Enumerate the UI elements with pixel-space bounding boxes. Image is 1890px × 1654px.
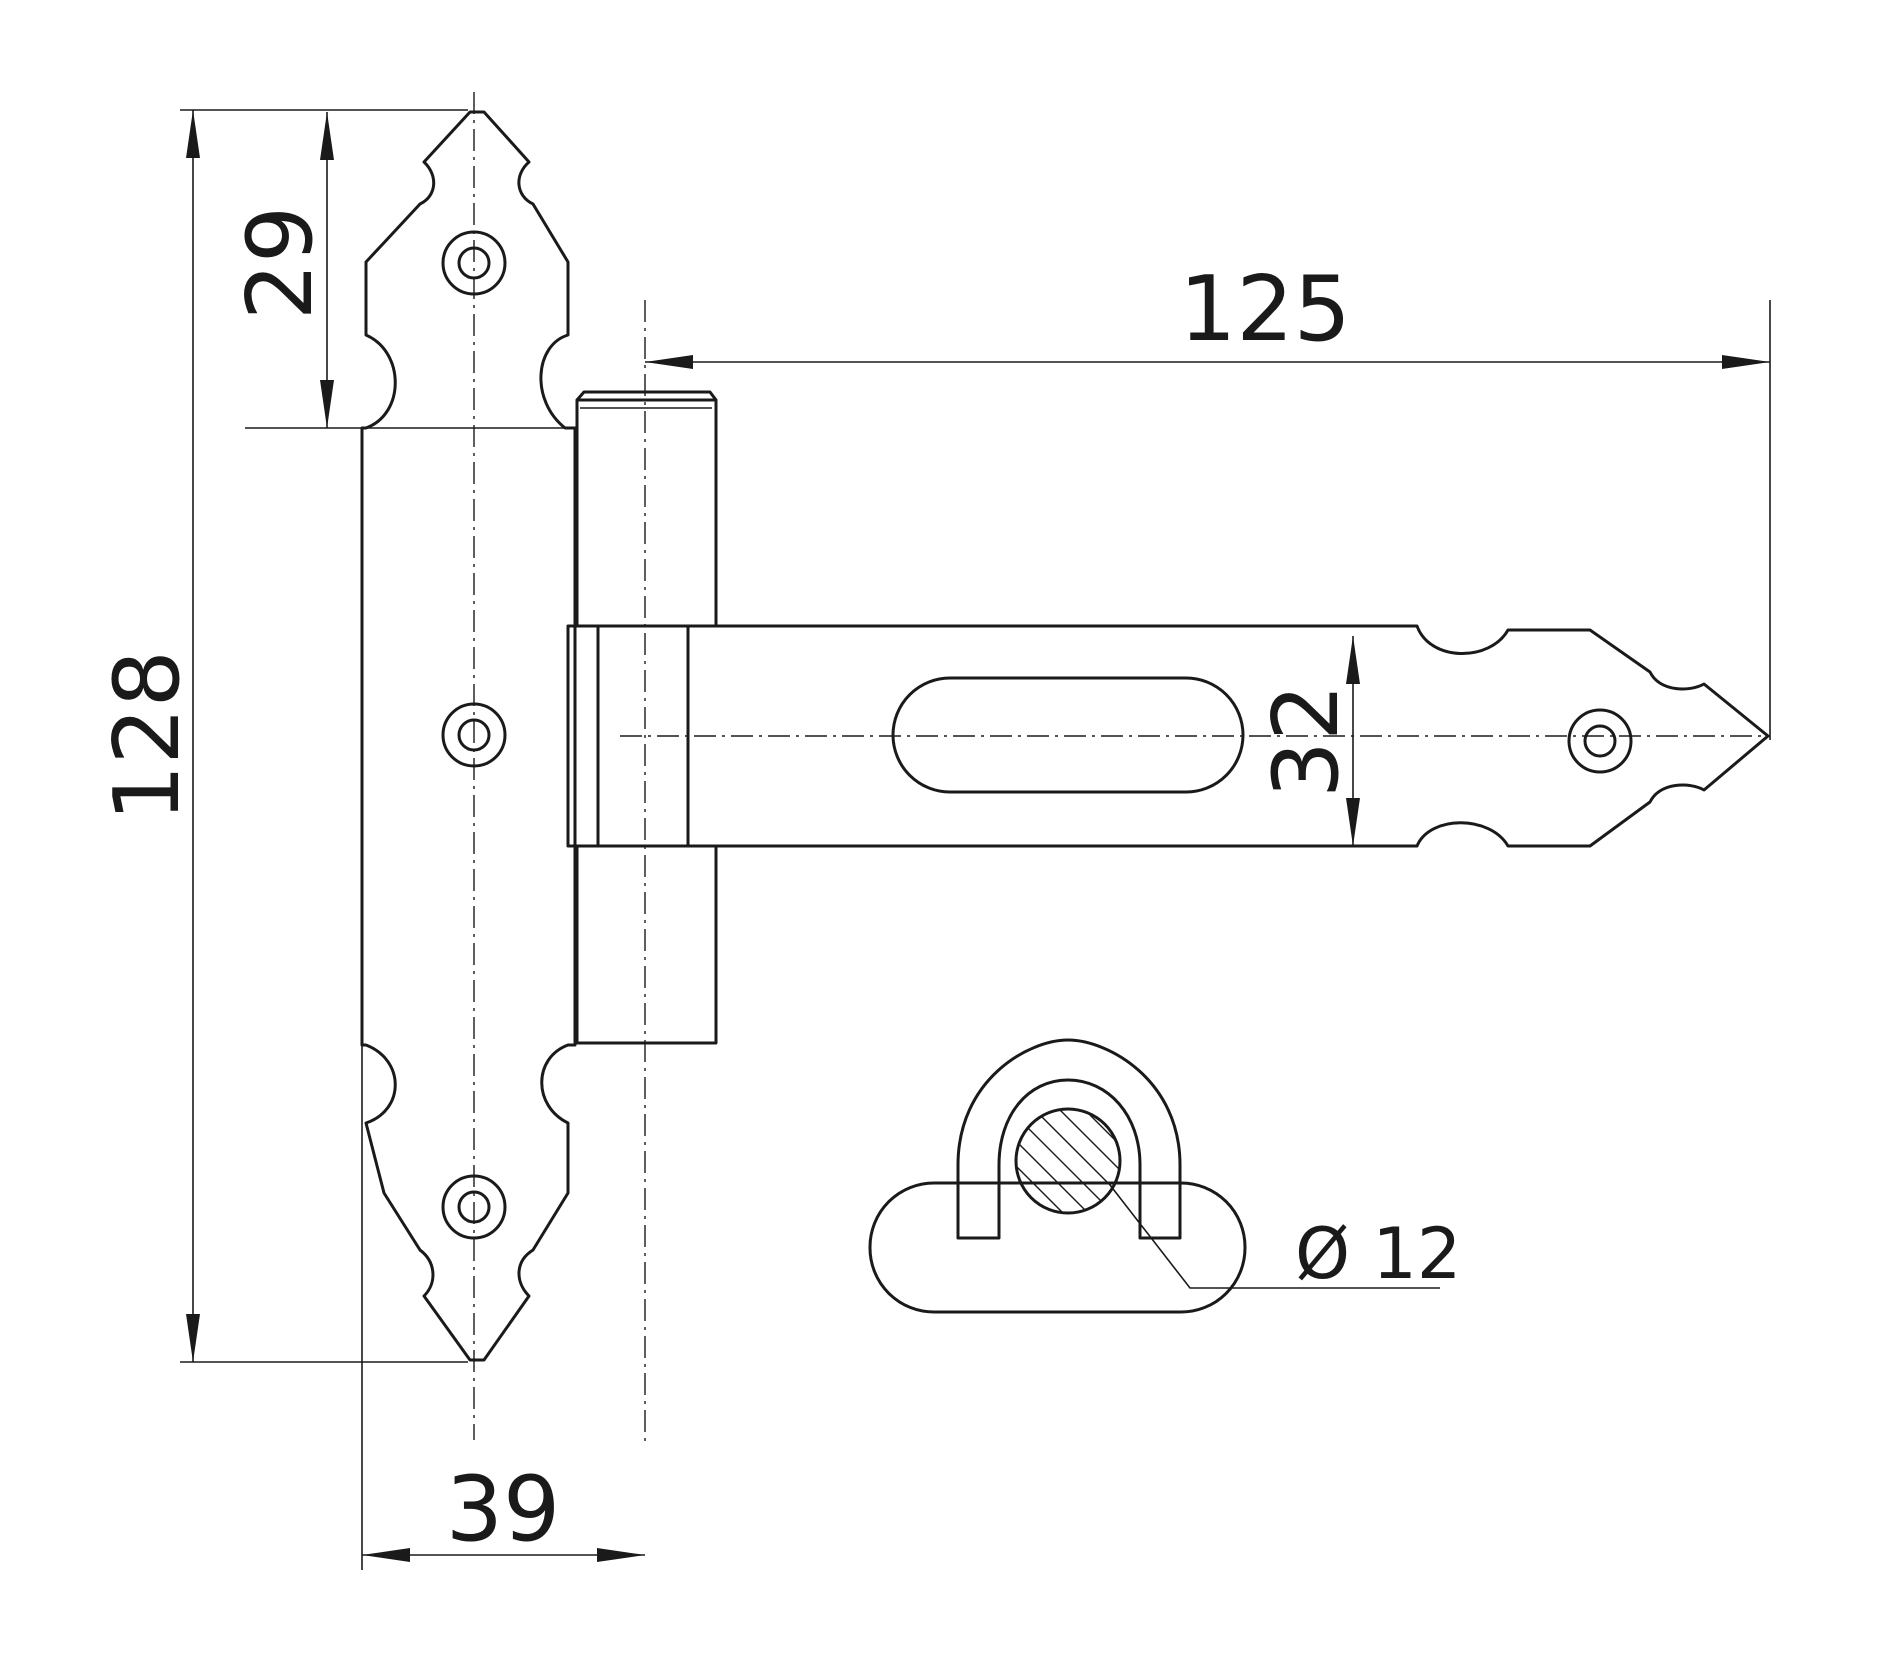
u-bracket (956, 1038, 1182, 1240)
dimension-strap-width: 32 (1254, 636, 1360, 846)
dimension-pin-diameter: Ø 12 (1295, 1213, 1461, 1295)
pin-diameter-label: Ø 12 (1295, 1213, 1461, 1295)
overall-height-label: 128 (95, 650, 200, 822)
top-leaf-height-label: 29 (228, 206, 333, 321)
strap-screw-hole (1567, 708, 1633, 774)
hinge-pin (566, 300, 718, 1445)
dimension-strap-length: 125 (645, 257, 1771, 740)
leaf-width-label: 39 (446, 1457, 561, 1562)
strap-length-label: 125 (1179, 257, 1351, 362)
vertical-leaf-outline (360, 110, 577, 1362)
pin-upper-knuckle (575, 398, 718, 628)
pin-cap (575, 390, 718, 401)
strap-width-label: 32 (1254, 684, 1359, 799)
dimension-leaf-width: 39 (361, 1045, 645, 1570)
dimension-overall-height: 128 (95, 109, 468, 1363)
base-plate (868, 1181, 1247, 1314)
horizontal-strap (620, 624, 1770, 848)
pin-section (1014, 1107, 1122, 1215)
diameter-leader (1109, 1184, 1440, 1289)
pin-lower-knuckle (575, 844, 718, 1045)
vertical-leaf (360, 92, 577, 1440)
dimension-top-leaf-height: 29 (228, 112, 564, 429)
strap-slot (891, 676, 1245, 794)
pin-section-detail (868, 1038, 1440, 1314)
